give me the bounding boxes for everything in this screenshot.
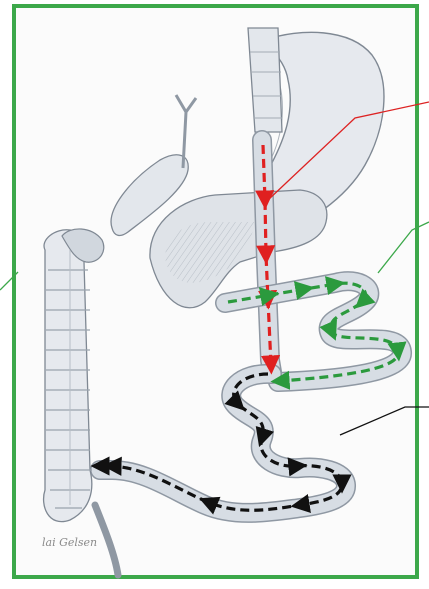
colon [44, 229, 118, 575]
green-leader-line [378, 222, 429, 273]
frame-connector-line [0, 272, 18, 290]
black-leader-line [340, 407, 429, 435]
artist-signature: lai Gelsen [42, 536, 97, 549]
black-flow-path [100, 374, 342, 510]
esophagus-stump [248, 28, 282, 132]
